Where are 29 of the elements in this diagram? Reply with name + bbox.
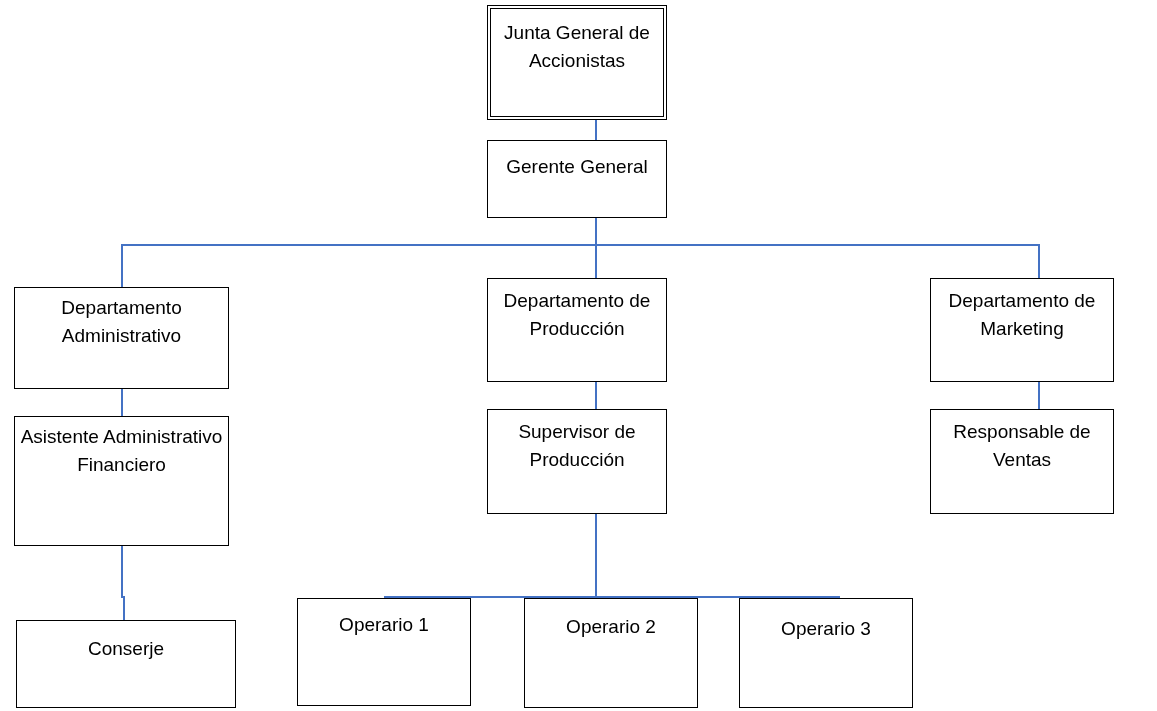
box-label: Supervisor de Producción (517, 420, 637, 472)
box-label: Junta General de Accionistas (503, 21, 651, 73)
box-label: Departamento de Producción (502, 289, 652, 341)
org-chart-box (487, 140, 667, 218)
org-chart-box (739, 598, 913, 708)
org-chart-box (524, 598, 698, 708)
org-chart-box (930, 409, 1114, 514)
box-label: Departamento Administrativo (60, 296, 183, 348)
org-chart-box (487, 409, 667, 514)
box-label: Gerente General (506, 155, 648, 179)
org-chart-box (487, 5, 667, 120)
box-label: Conserje (87, 637, 164, 661)
connector-line (595, 119, 597, 141)
box-label: Operario 1 (339, 613, 429, 637)
org-chart-box (930, 278, 1114, 382)
box-label: Asistente Administrativo Financiero (19, 425, 224, 477)
box-label: Responsable de Ventas (952, 420, 1092, 472)
org-chart-box (16, 620, 236, 708)
org-chart-box (14, 416, 229, 546)
box-label: Operario 3 (781, 617, 871, 641)
connector-line (121, 388, 123, 417)
connector-line (1038, 381, 1040, 410)
org-chart-box (14, 287, 229, 389)
org-chart-box (297, 598, 471, 706)
connector-line (595, 381, 597, 410)
org-chart-box (487, 278, 667, 382)
box-label: Departamento de Marketing (947, 289, 1097, 341)
connector-line (121, 545, 125, 621)
box-label: Operario 2 (566, 615, 656, 639)
